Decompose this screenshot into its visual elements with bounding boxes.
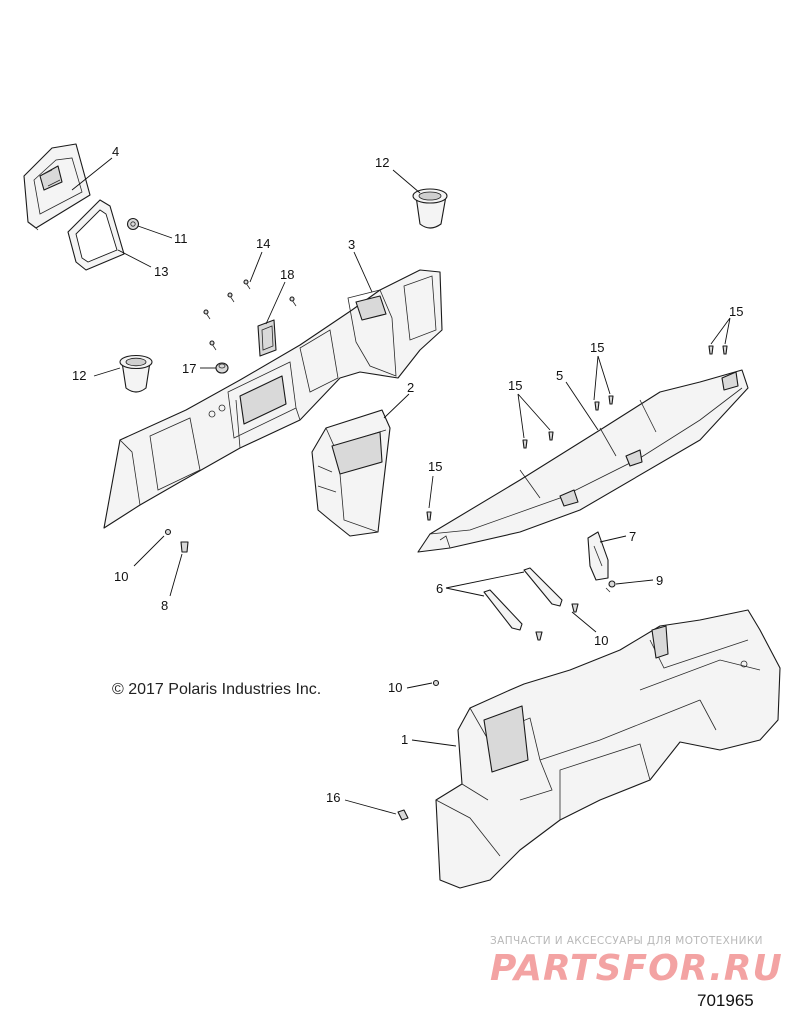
leader-lines xyxy=(71,157,731,815)
part-8-clip xyxy=(180,541,189,553)
part-5-top-trim-panel xyxy=(417,369,749,553)
part-3-upper-dash-panel xyxy=(103,269,443,529)
callout-17: 17 xyxy=(182,361,196,376)
part-1-lower-dash-structure xyxy=(435,609,781,889)
callout-1: 1 xyxy=(401,732,408,747)
callout-labels: 4 13 11 12 12 3 14 18 17 2 5 15 15 15 15… xyxy=(72,144,743,805)
part-12-cup-holder-upper xyxy=(412,188,448,229)
document-number: 701965 xyxy=(697,991,754,1010)
callout-12-upper: 12 xyxy=(375,155,389,170)
part-11-nut xyxy=(126,217,140,231)
part-16-screw xyxy=(397,809,409,821)
callout-15-a: 15 xyxy=(590,340,604,355)
callout-9: 9 xyxy=(656,573,663,588)
part-14-screws xyxy=(203,279,297,351)
callout-18: 18 xyxy=(280,267,294,282)
callout-15-b: 15 xyxy=(508,378,522,393)
callout-14: 14 xyxy=(256,236,270,251)
part-6-support-struts xyxy=(483,567,579,641)
callout-3: 3 xyxy=(348,237,355,252)
callout-6: 6 xyxy=(436,581,443,596)
callout-12-lower: 12 xyxy=(72,368,86,383)
callout-5: 5 xyxy=(556,368,563,383)
part-18-insert xyxy=(257,319,277,357)
part-4-glovebox-bezel xyxy=(23,143,91,231)
part-9-screw xyxy=(605,580,616,593)
callout-16: 16 xyxy=(326,790,340,805)
callout-7: 7 xyxy=(629,529,636,544)
part-7-bracket xyxy=(587,531,609,581)
callout-15-d: 15 xyxy=(428,459,442,474)
copyright-notice: © 2017 Polaris Industries Inc. xyxy=(112,681,321,698)
callout-15-c: 15 xyxy=(729,304,743,319)
callout-11: 11 xyxy=(174,231,188,246)
callout-10-left: 10 xyxy=(114,569,128,584)
part-12-cup-holder-lower xyxy=(119,354,153,393)
callout-13: 13 xyxy=(154,264,168,279)
part-15-push-clips xyxy=(426,345,728,521)
callout-4: 4 xyxy=(112,144,119,159)
callout-10-lower: 10 xyxy=(388,680,402,695)
callout-10-right: 10 xyxy=(594,633,608,648)
part-10-screws xyxy=(164,528,440,687)
callout-8: 8 xyxy=(161,598,168,613)
part-2-glovebox-bin xyxy=(311,409,391,537)
watermark-tagline: ЗАПЧАСТИ И АКСЕССУАРЫ ДЛЯ МОТОТЕХНИКИ xyxy=(490,935,763,947)
part-17-grommet xyxy=(215,362,229,374)
watermark-logo: PARTSFOR.RU xyxy=(490,948,783,989)
watermark: ЗАПЧАСТИ И АКСЕССУАРЫ ДЛЯ МОТОТЕХНИКИ PA… xyxy=(490,935,783,989)
callout-2: 2 xyxy=(407,380,414,395)
part-13-seal-gasket xyxy=(67,199,125,271)
